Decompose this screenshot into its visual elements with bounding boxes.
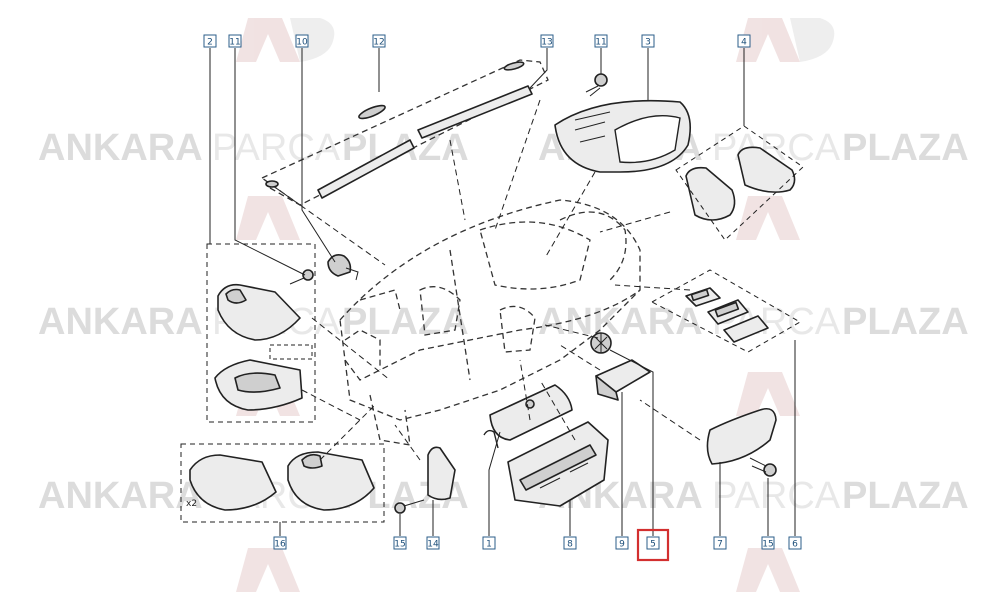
watermark-logo-mark bbox=[790, 18, 835, 62]
callout-number: 11 bbox=[595, 38, 606, 48]
callout-tag[interactable]: 16 bbox=[273, 536, 287, 550]
callout-number: 4 bbox=[741, 38, 747, 48]
storage-tray bbox=[595, 359, 651, 401]
glove-box-lid bbox=[483, 384, 573, 449]
callout-tag[interactable]: 15 bbox=[393, 536, 407, 550]
callout-number: 10 bbox=[296, 38, 308, 48]
callout-tag[interactable]: 14 bbox=[426, 536, 440, 550]
callout-number: 8 bbox=[567, 540, 573, 550]
callout-number: 1 bbox=[486, 540, 492, 550]
assembly-arrows bbox=[275, 99, 701, 461]
callout-tag[interactable]: 2 bbox=[203, 34, 217, 48]
watermark-word: PARCA bbox=[212, 127, 341, 169]
screw-icon bbox=[585, 73, 608, 97]
callout-tag[interactable]: 7 bbox=[713, 536, 727, 550]
callout-number: 3 bbox=[645, 38, 651, 48]
callout-tags-top: 2 11 10 12 13 11 3 4 bbox=[203, 34, 751, 48]
dashboard-ghost-outline bbox=[260, 59, 641, 446]
air-vent-set bbox=[685, 287, 769, 343]
callout-tag[interactable]: 8 bbox=[563, 536, 577, 550]
callout-number: 14 bbox=[427, 540, 439, 550]
callout-number: 7 bbox=[717, 540, 723, 550]
callout-number: 6 bbox=[792, 540, 798, 550]
watermark-logo-mark bbox=[236, 18, 300, 62]
watermark-word: ANKARA bbox=[38, 301, 203, 343]
watermark-logo-mark bbox=[290, 18, 335, 62]
callout-number: 16 bbox=[274, 540, 286, 550]
watermark-word: PLAZA bbox=[842, 475, 969, 517]
callout-tag[interactable]: 11 bbox=[228, 34, 242, 48]
watermark-word: ANKARA bbox=[538, 301, 703, 343]
column-cover-set bbox=[214, 283, 313, 411]
watermark-logo-mark bbox=[236, 196, 300, 240]
watermark-word: PLAZA bbox=[842, 301, 969, 343]
leader-lines bbox=[209, 48, 796, 536]
center-console bbox=[507, 421, 609, 507]
watermark-logo-mark bbox=[736, 18, 800, 62]
screw-icon bbox=[749, 457, 777, 477]
callout-tag[interactable]: 3 bbox=[641, 34, 655, 48]
watermark-word: PARCA bbox=[712, 475, 841, 517]
callout-tag[interactable]: 11 bbox=[594, 34, 608, 48]
callout-number: 9 bbox=[619, 540, 625, 550]
watermark-logo bbox=[236, 18, 835, 592]
callout-tag[interactable]: 4 bbox=[737, 34, 751, 48]
callout-tag[interactable]: 10 bbox=[295, 34, 309, 48]
callout-tag[interactable]: 15 bbox=[761, 536, 775, 550]
callout-number: 15 bbox=[394, 540, 405, 550]
group-frames bbox=[180, 125, 804, 523]
center-speaker-grille bbox=[590, 332, 612, 354]
watermark-word: ANKARA bbox=[38, 127, 203, 169]
quantity-label: x2 bbox=[186, 499, 197, 509]
watermark-word: PLAZA bbox=[342, 301, 469, 343]
callout-number: 13 bbox=[541, 38, 552, 48]
callout-number: 2 bbox=[207, 38, 213, 48]
watermark-logo-mark bbox=[236, 548, 300, 592]
callout-tag[interactable]: 1 bbox=[482, 536, 496, 550]
watermark-logo-mark bbox=[736, 548, 800, 592]
screw-icon bbox=[289, 269, 314, 285]
windshield-defroster-panel bbox=[265, 61, 533, 199]
highlight-frame bbox=[636, 528, 670, 562]
dashboard-end-cap-right bbox=[706, 407, 777, 465]
callout-tag[interactable]: 12 bbox=[372, 34, 386, 48]
watermark-logo-mark bbox=[736, 196, 800, 240]
instrument-cluster-hood bbox=[554, 99, 691, 173]
callout-number: 5 bbox=[650, 540, 656, 550]
callout-number: 12 bbox=[373, 38, 384, 48]
callout-tag-highlighted[interactable]: 5 bbox=[636, 528, 670, 562]
callout-tag[interactable]: 13 bbox=[540, 34, 554, 48]
side-cover-left bbox=[427, 446, 456, 501]
callout-tags-bottom: 16 15 14 1 8 9 5 7 bbox=[273, 528, 802, 562]
screw-icon bbox=[394, 499, 425, 514]
knee-panel-set bbox=[189, 451, 375, 511]
speaker-grille-set bbox=[685, 146, 796, 221]
watermark-word: ANKARA bbox=[38, 475, 203, 517]
callout-number: 11 bbox=[229, 38, 240, 48]
watermark-logo-mark bbox=[736, 372, 800, 416]
watermark-word: PLAZA bbox=[842, 127, 969, 169]
callout-tag[interactable]: 6 bbox=[788, 536, 802, 550]
callout-tag[interactable]: 9 bbox=[615, 536, 629, 550]
callout-number: 15 bbox=[762, 540, 773, 550]
